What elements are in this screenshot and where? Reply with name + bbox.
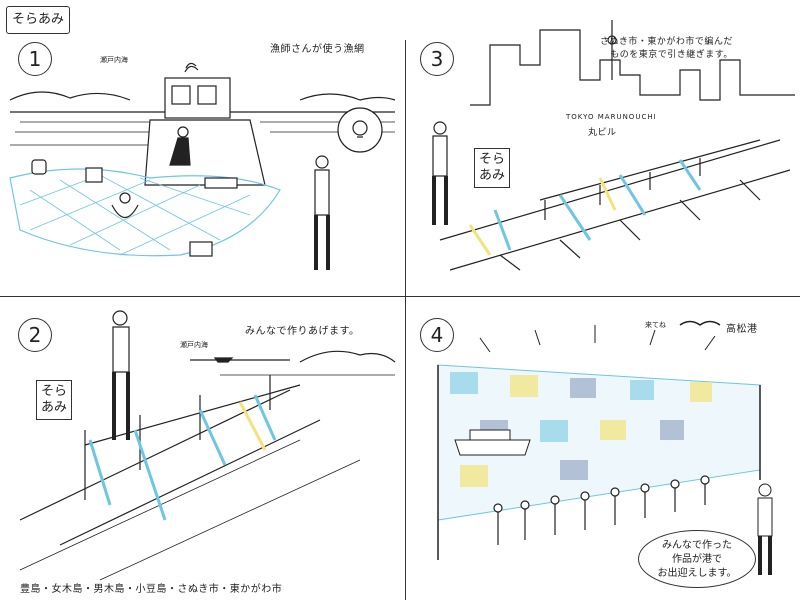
page-title: そらあみ [6, 6, 70, 34]
panel-2-sign: そら あみ [36, 380, 73, 420]
panel-3-tokyo-label: TOKYO MARUNOUCHI [566, 113, 657, 121]
panel-1-caption: 漁師さんが使う漁網 [270, 44, 365, 55]
panel-3-number: 3 [420, 42, 454, 76]
panel-1-number: 1 [18, 42, 52, 76]
panel-3-building-label: 丸ビル [588, 128, 617, 138]
panel-3-caption: さぬき市・東かがわ市で編んだ ものを東京で引き継ぎます。 [600, 37, 733, 60]
panel-1-place: 瀬戸内海 [100, 56, 128, 64]
panel-2-caption: みんなで作りあげます。 [245, 326, 360, 337]
panel-1-scene [9, 62, 396, 270]
panel-2-scene [19, 310, 396, 581]
panel-2-place: 瀬戸内海 [180, 341, 208, 349]
panel-3-scene [432, 20, 795, 271]
panel-4-caption: 高松港 [726, 324, 758, 335]
panel-4-number: 4 [420, 318, 454, 352]
panel-4-scene [437, 320, 773, 575]
panel-2-number: 2 [18, 318, 52, 352]
panel-3-sign: そら あみ [474, 148, 511, 188]
panel-divider-vertical [405, 40, 406, 600]
panel-4-speech-bubble: みんなで作った 作品が港で お出迎えします。 [638, 530, 756, 588]
panel-4-bird-note: 来てね [645, 321, 666, 329]
panel-divider-horizontal [0, 296, 800, 297]
panel-2-footer: 豊島・女木島・男木島・小豆島・さぬき市・東かがわ市 [20, 584, 283, 595]
